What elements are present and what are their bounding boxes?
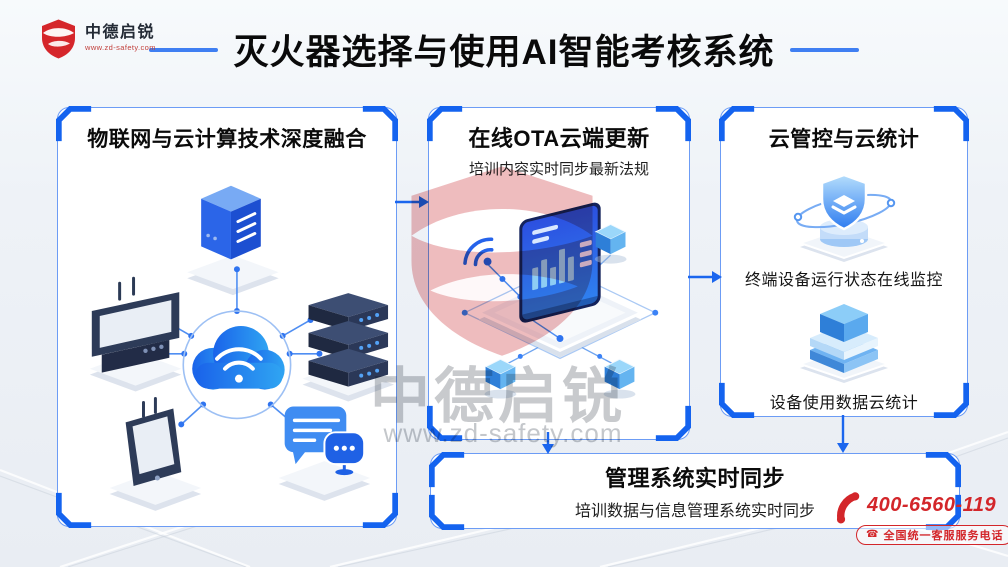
sync-panel-title: 管理系统实时同步 [604, 466, 785, 491]
smartphone-icon [125, 397, 182, 486]
phone-number: 400-6560-119 [867, 494, 997, 516]
ota-panel-subtitle: 培训内容实时同步最新法规 [468, 161, 649, 178]
brand-url: www.zd-safety.com [85, 42, 156, 52]
sync-panel-subtitle: 培训数据与信息管理系统实时同步 [574, 503, 815, 520]
telephone-icon-small: ☎ [866, 529, 880, 540]
data-cube-icon [594, 223, 627, 264]
cloud-panel-title: 云管控与云统计 [768, 128, 920, 151]
service-hotline: 400-6560-119 ☎ 全国统一客服服务电话 [834, 491, 1008, 545]
arrow-ota-to-sync [542, 432, 554, 454]
corner-accent [925, 452, 961, 488]
data-layers-icon [796, 304, 892, 383]
phone-receiver-icon [836, 492, 860, 524]
dashboard-screen-icon [519, 202, 601, 323]
iot-cloud-network-illustration [89, 185, 395, 511]
data-cube-icon [484, 358, 517, 399]
corner-accent [933, 382, 969, 418]
service-hotline-label: 全国统一客服服务电话 [883, 530, 1004, 542]
page-title: 灭火器选择与使用AI智能考核系统 [233, 33, 775, 72]
corner-accent [719, 382, 755, 418]
corner-accent [429, 494, 465, 530]
data-cube-icon [603, 358, 636, 399]
iot-panel-title: 物联网与云计算技术深度融合 [87, 128, 367, 151]
wifi-icon [463, 237, 494, 267]
hub-ring [182, 310, 292, 420]
cloud-wifi-icon [192, 325, 285, 390]
brand-shield-icon [42, 19, 75, 59]
corner-accent [429, 452, 465, 488]
panel-cloud-stats: 云管控与云统计 终端设备运行状态在线监控 [719, 106, 969, 418]
arrow-iot-to-ota [395, 196, 429, 208]
chat-bubbles-icon [284, 406, 366, 476]
terminal-device-icon [91, 276, 180, 373]
panel-iot: 物联网与云计算技术深度融合 [56, 106, 398, 528]
service-hotline-badge: ☎ 全国统一客服服务电话 [856, 525, 1008, 545]
server-icon [201, 185, 261, 260]
header-title-row: 灭火器选择与使用AI智能考核系统 [0, 24, 1008, 75]
title-dash-right [789, 47, 859, 52]
cloud-item-monitoring: 终端设备运行状态在线监控 [744, 272, 943, 289]
corner-accent [933, 106, 969, 142]
server-stack-icon [308, 293, 389, 387]
cloud-item-statistics: 设备使用数据云统计 [769, 395, 919, 412]
brand-name: 中德启锐 [85, 24, 156, 42]
title-dash-left [149, 47, 219, 52]
corner-accent [719, 106, 755, 142]
brand-logo: 中德启锐 www.zd-safety.com [40, 18, 156, 59]
arrow-ota-to-cloud [688, 271, 722, 283]
arrow-cloud-to-sync [837, 415, 849, 453]
panel-ota: 在线OTA云端更新 培训内容实时同步最新法规 [427, 106, 691, 441]
orbit-shield-icon [793, 173, 896, 262]
ota-panel-title: 在线OTA云端更新 [468, 126, 650, 151]
